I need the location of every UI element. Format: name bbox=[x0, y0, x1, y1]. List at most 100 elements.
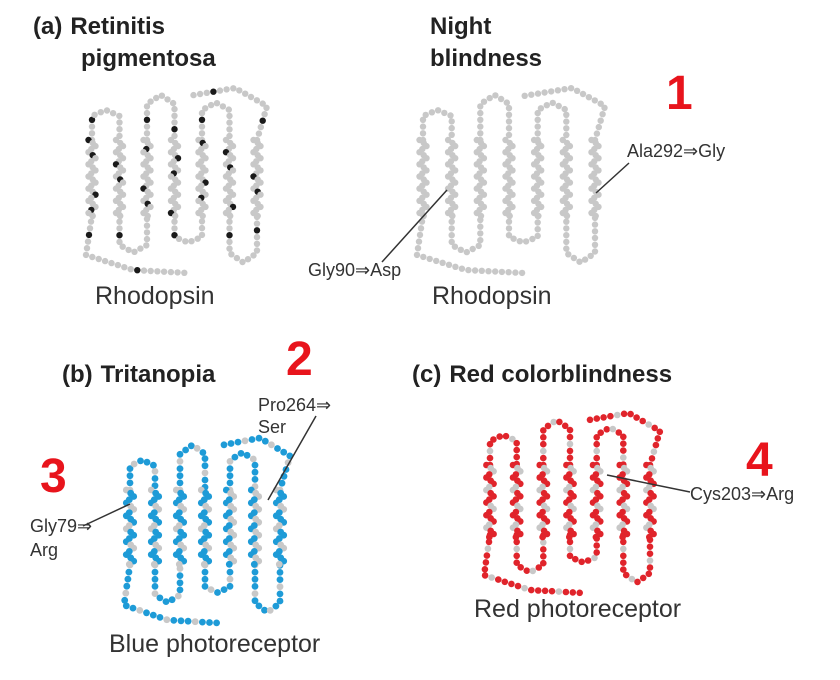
g-retinitis-tail-bead bbox=[230, 85, 237, 92]
g-blue-tail-bead bbox=[122, 602, 130, 610]
g-retinitis-tail-bead bbox=[134, 267, 141, 274]
g-red-tail-bead bbox=[521, 584, 528, 592]
g-night-tail-bead bbox=[417, 225, 425, 232]
g-blue-tail-bead bbox=[125, 568, 133, 576]
g-retinitis-loop-bead bbox=[198, 224, 206, 232]
g-retinitis-loop-bead bbox=[250, 252, 257, 259]
g-red-tail-bead bbox=[593, 415, 601, 422]
g-blue-helix-bead bbox=[200, 560, 208, 568]
g-blue-helix-bead bbox=[175, 560, 183, 568]
g-retinitis-tail-bead bbox=[85, 231, 93, 239]
g-night-tail-bead bbox=[420, 253, 427, 261]
g-retinitis-tail-bead bbox=[236, 87, 243, 94]
mutation-cys203-arg: Cys203⇒Arg bbox=[690, 484, 795, 504]
g-night-loop-bead bbox=[591, 248, 599, 255]
g-red-loop-bead bbox=[540, 454, 547, 462]
g-red-tail-bead bbox=[607, 412, 614, 420]
g-red-loop-bead bbox=[540, 427, 547, 434]
g-red-loop-bead bbox=[620, 447, 627, 454]
g-retinitis-loop-bead bbox=[147, 98, 154, 105]
g-red-tail-bead bbox=[485, 538, 493, 546]
g-retinitis-loop-bead bbox=[164, 96, 171, 103]
g-red-loop-bead bbox=[646, 557, 654, 564]
g-blue-loop-bead bbox=[266, 607, 274, 614]
g-night-helix-bead bbox=[449, 212, 456, 220]
g-red-loop-bead bbox=[513, 439, 520, 447]
g-blue-loop-bead bbox=[130, 460, 138, 468]
g-night-loop-bead bbox=[537, 105, 545, 112]
g-retinitis-tail-bead bbox=[167, 268, 175, 276]
g-night-loop-bead bbox=[534, 219, 541, 226]
g-night-loop-bead bbox=[534, 109, 541, 117]
g-blue-helix-bead bbox=[150, 560, 158, 568]
g-blue-tail-bead bbox=[206, 619, 213, 626]
g-retinitis-loop-bead bbox=[137, 245, 144, 252]
g-retinitis-tail-bead bbox=[259, 117, 266, 124]
g-night-loop-bead bbox=[505, 218, 513, 225]
g-blue-tail-bead bbox=[122, 589, 130, 597]
g-night-tail-bead bbox=[528, 91, 535, 98]
g-night-loop-bead bbox=[591, 241, 599, 248]
g-blue-loop-bead bbox=[243, 451, 251, 459]
g-retinitis-helix-bead bbox=[89, 212, 96, 220]
g-night-loop-bead bbox=[434, 107, 442, 114]
g-night-loop-bead bbox=[576, 258, 583, 265]
g-night-tail-bead bbox=[426, 255, 433, 263]
g-retinitis-tail-bead bbox=[87, 218, 95, 225]
g-night-loop-bead bbox=[505, 225, 513, 232]
g-blue-loop-bead bbox=[276, 569, 284, 576]
g-retinitis-tail-bead bbox=[127, 266, 134, 273]
g-night-helix-bead bbox=[563, 212, 571, 220]
g-blue-loop-bead bbox=[237, 450, 245, 457]
g-night-loop-bead bbox=[419, 123, 427, 130]
g-red-tail-bead bbox=[633, 414, 640, 421]
g-blue-loop-bead bbox=[182, 446, 190, 454]
g-retinitis-tail-bead bbox=[114, 261, 122, 269]
g-retinitis-loop-bead bbox=[188, 238, 195, 245]
g-retinitis-tail-bead bbox=[108, 259, 115, 267]
g-red-loop-bead bbox=[540, 559, 547, 567]
g-night-loop-bead bbox=[563, 111, 570, 119]
g-blue-tail-bead bbox=[121, 596, 129, 604]
g-red-loop-bead bbox=[622, 571, 630, 579]
g-night-loop-bead bbox=[555, 102, 562, 110]
g-retinitis-loop-bead bbox=[175, 235, 183, 242]
g-night-loop-bead bbox=[505, 104, 513, 112]
g-red-loop-bead bbox=[634, 578, 641, 586]
g-retinitis-loop-bead bbox=[143, 242, 150, 249]
g-blue-loop-bead bbox=[126, 472, 134, 480]
g-retinitis-tail-bead bbox=[242, 90, 249, 97]
g-red-helix-bead bbox=[566, 533, 573, 541]
mutation-pointer-line bbox=[606, 474, 691, 493]
g-night-tail-bead bbox=[445, 261, 453, 268]
g-night-loop-bead bbox=[563, 118, 570, 125]
g-retinitis-loop-bead bbox=[226, 238, 233, 246]
mutation-pro264-line2: Ser bbox=[258, 417, 287, 437]
g-retinitis-loop-bead bbox=[253, 240, 261, 247]
g-blue-loop-bead bbox=[231, 453, 239, 461]
g-retinitis-tail-bead bbox=[196, 90, 204, 98]
g-blue-loop-bead bbox=[176, 458, 184, 465]
rhodopsin-night-blindness-diagram bbox=[413, 85, 608, 277]
g-red-loop-bead bbox=[639, 574, 647, 582]
g-red-tail-bead bbox=[627, 410, 634, 418]
g-night-loop-bead bbox=[561, 105, 568, 113]
g-red-loop-bead bbox=[620, 552, 627, 560]
g-red-loop-bead bbox=[540, 434, 547, 441]
g-blue-helix-bead bbox=[275, 560, 283, 568]
g-retinitis-loop-bead bbox=[253, 227, 261, 234]
g-red-loop-bead bbox=[584, 557, 592, 564]
g-red-tail-bead bbox=[501, 578, 509, 586]
mutation-pointers bbox=[82, 162, 691, 527]
g-blue-tail-bead bbox=[255, 434, 263, 442]
g-retinitis-loop-bead bbox=[116, 218, 123, 225]
g-blue-helix-bead bbox=[250, 560, 258, 568]
g-red-tail-bead bbox=[528, 586, 535, 594]
g-red-loop-bead bbox=[540, 546, 547, 553]
g-night-tail-bead bbox=[541, 89, 548, 96]
g-red-tail-bead bbox=[600, 414, 607, 421]
g-night-loop-bead bbox=[477, 109, 484, 117]
g-retinitis-tail-bead bbox=[210, 88, 217, 95]
g-red-tail-bead bbox=[651, 424, 658, 432]
